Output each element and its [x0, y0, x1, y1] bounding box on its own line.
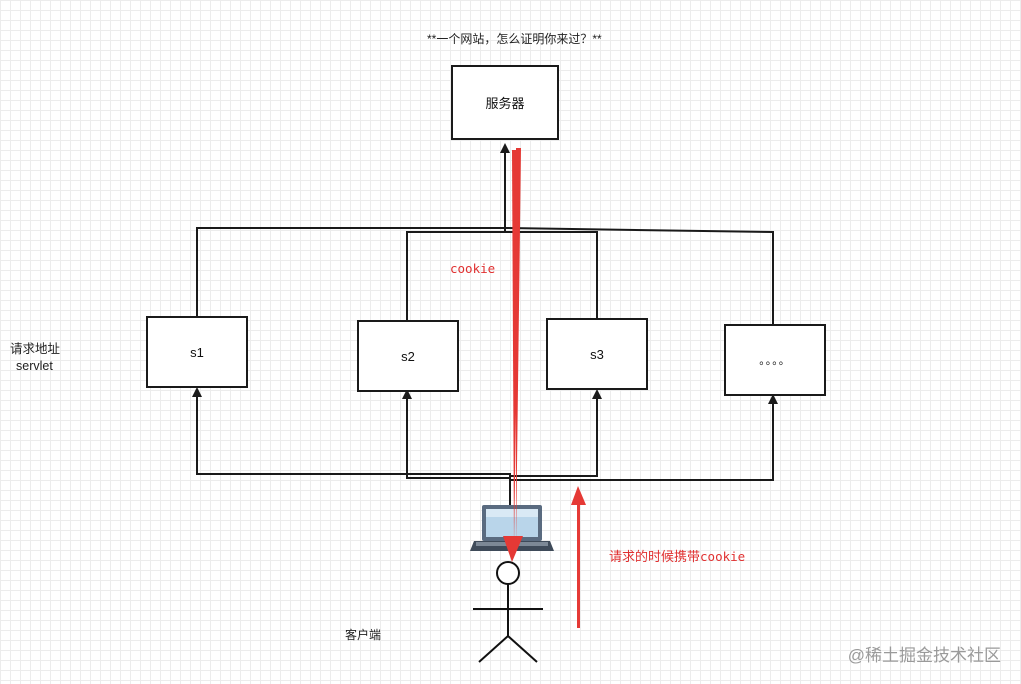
- servlet-label: 。。。。: [759, 355, 791, 367]
- servlet-to-server-lines: [196, 143, 774, 324]
- servlet-label: s2: [401, 348, 415, 364]
- server-label: 服务器: [485, 96, 525, 111]
- servlet-label: s1: [190, 344, 204, 360]
- request-label-suffix: cookie: [700, 549, 746, 564]
- stick-figure-icon: [473, 561, 543, 663]
- cookie-response-arrow: [503, 148, 523, 562]
- cookie-request-arrow: [571, 486, 586, 628]
- servlet-label: s3: [590, 346, 604, 362]
- servlet-box-s2: s2: [357, 320, 459, 392]
- servlet-box-more: 。。。。: [724, 324, 826, 396]
- client-label: 客户端: [345, 628, 382, 642]
- client-to-servlet-lines: [192, 387, 778, 505]
- diagram-title: **一个网站，怎么证明你来过？**: [427, 32, 602, 46]
- request-cookie-label: 请求的时候携带cookie: [609, 546, 745, 565]
- side-label-line2: servlet: [16, 359, 53, 373]
- request-label-prefix: 请求的时候携带: [609, 549, 701, 564]
- cookie-label: cookie: [450, 261, 496, 276]
- side-label-line1: 请求地址: [10, 342, 61, 356]
- server-box: 服务器: [451, 65, 559, 140]
- side-label: 请求地址 servlet: [10, 341, 60, 375]
- servlet-box-s3: s3: [546, 318, 648, 390]
- servlet-box-s1: s1: [146, 316, 248, 388]
- watermark: @稀土掘金技术社区: [847, 646, 1001, 665]
